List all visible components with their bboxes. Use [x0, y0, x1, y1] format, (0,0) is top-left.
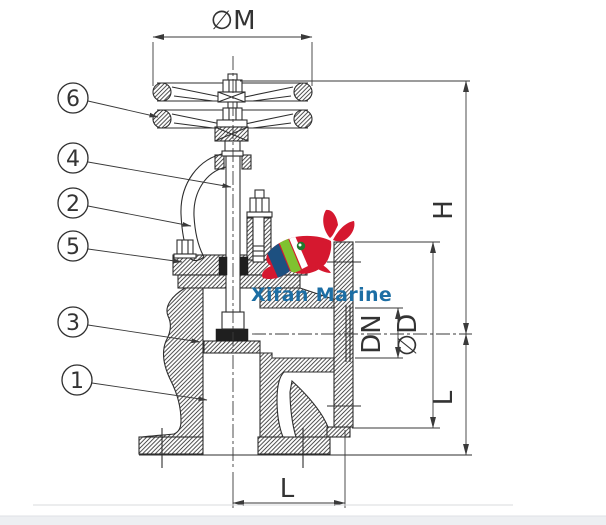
stem-nut-upper: [222, 79, 243, 93]
yoke-arm-inner: [193, 166, 227, 258]
whale-fin: [315, 262, 331, 273]
body-lower-right-mass: [289, 379, 332, 438]
callout-2: 2: [57, 187, 192, 227]
dimension-wheel-diameter: ∅M: [152, 6, 313, 86]
body-left-wall: [141, 287, 204, 438]
seat-ring: [203, 340, 261, 354]
callout-3-number: 3: [66, 311, 80, 336]
gland-left: [214, 154, 225, 170]
gland-bolt-shank: [252, 215, 265, 263]
callout-2-number: 2: [66, 192, 80, 217]
label-height: H: [429, 200, 459, 220]
footer-strip: [0, 516, 606, 525]
callouts: 6 4 2 5 3 1: [57, 82, 232, 402]
inlet-flange-right: [257, 436, 331, 455]
wheel-rim-left-upper: [152, 82, 172, 102]
callout-3: 3: [57, 306, 201, 344]
callout-6-number: 6: [66, 87, 80, 112]
disc-seal: [215, 328, 249, 342]
callout-4-number: 4: [66, 147, 80, 172]
wheel-rim-right-upper: [293, 82, 313, 102]
label-flange-outer: ∅D: [393, 314, 423, 357]
watermark-logo: Xifan Marine: [251, 209, 392, 306]
label-bore: DN: [357, 314, 387, 353]
callout-5: 5: [57, 230, 183, 264]
callout-4: 4: [57, 142, 232, 188]
whale-fluke-right: [333, 221, 355, 242]
outlet-bottom-wall: [259, 352, 337, 438]
wheel-rim-right-lower: [293, 109, 313, 129]
callout-1-number: 1: [70, 369, 84, 394]
label-center-to-face-side: L: [429, 390, 459, 405]
callout-5-number: 5: [66, 235, 80, 260]
watermark-text: Xifan Marine: [251, 284, 392, 306]
bonnet-bolt: [176, 239, 194, 255]
body-step: [326, 426, 351, 438]
label-wheel-diameter: ∅M: [210, 6, 255, 36]
packing-right: [239, 256, 249, 276]
dimension-center-to-bottom: L: [429, 333, 470, 456]
callout-1: 1: [61, 364, 208, 402]
gland-nut: [249, 197, 270, 213]
callout-6: 6: [57, 82, 159, 118]
dimension-bore: DN: [355, 307, 403, 359]
whale-fluke-left: [323, 209, 338, 238]
wheel-rim-left-lower: [152, 109, 172, 129]
inlet-flange-left: [138, 436, 204, 455]
packing-left: [218, 256, 228, 276]
gland-right: [241, 154, 252, 170]
outlet-flange: [333, 241, 354, 428]
handwheel: [152, 73, 313, 157]
page-footer: [0, 504, 606, 525]
dimension-height: H: [240, 80, 470, 335]
label-center-to-face-bottom: L: [280, 474, 295, 504]
stem-nut-lower: [222, 107, 243, 121]
dimension-bottom-face: L: [232, 430, 346, 508]
